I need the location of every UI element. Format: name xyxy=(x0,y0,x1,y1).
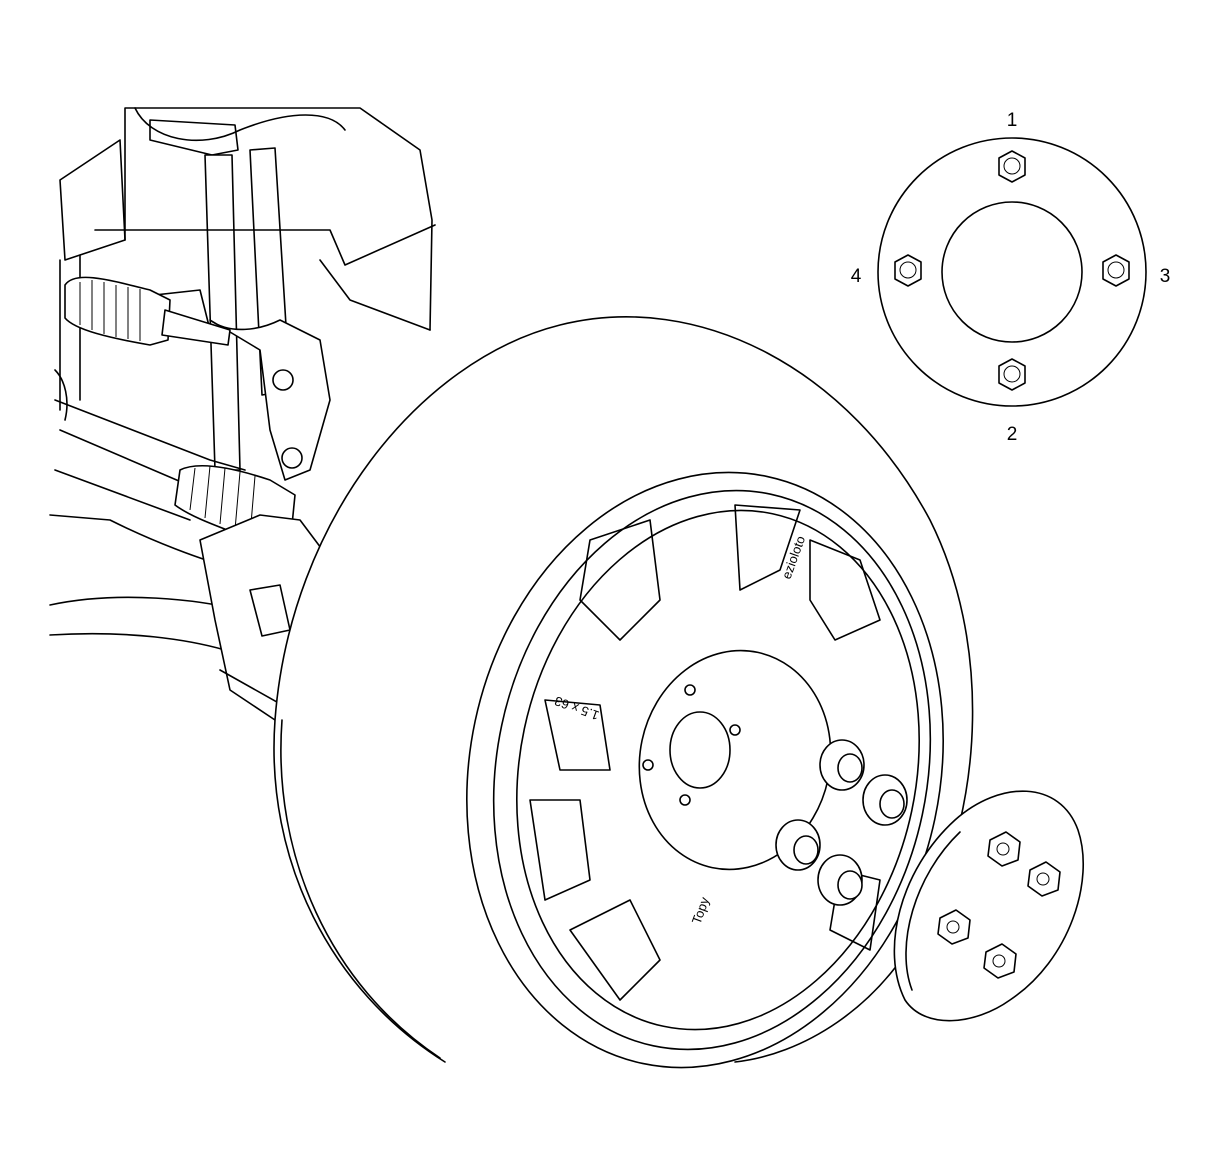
pattern-label-1: 1 xyxy=(1007,110,1018,131)
pattern-label-2: 2 xyxy=(1007,424,1018,445)
hub-cap-icon xyxy=(893,790,1085,1022)
pattern-nut-4 xyxy=(894,254,922,287)
pattern-nut-3 xyxy=(1102,254,1130,287)
pattern-label-4: 4 xyxy=(851,266,862,287)
lug-nut-4 xyxy=(817,854,863,906)
lug-nut-icon xyxy=(775,739,908,906)
lug-nut-2 xyxy=(862,774,908,826)
pattern-nut-2 xyxy=(998,358,1026,391)
tightening-pattern-icon: 1 2 3 4 xyxy=(851,110,1171,445)
pattern-nut-1 xyxy=(998,150,1026,183)
lug-nut-1 xyxy=(819,739,865,791)
suspension-strut-icon xyxy=(49,107,436,741)
pattern-label-3: 3 xyxy=(1160,266,1171,287)
wheel-icon: 1.5 x 63 Topy ezioloto xyxy=(273,316,974,1069)
lug-nut-3 xyxy=(775,819,821,871)
cv-boot-left xyxy=(64,276,231,346)
